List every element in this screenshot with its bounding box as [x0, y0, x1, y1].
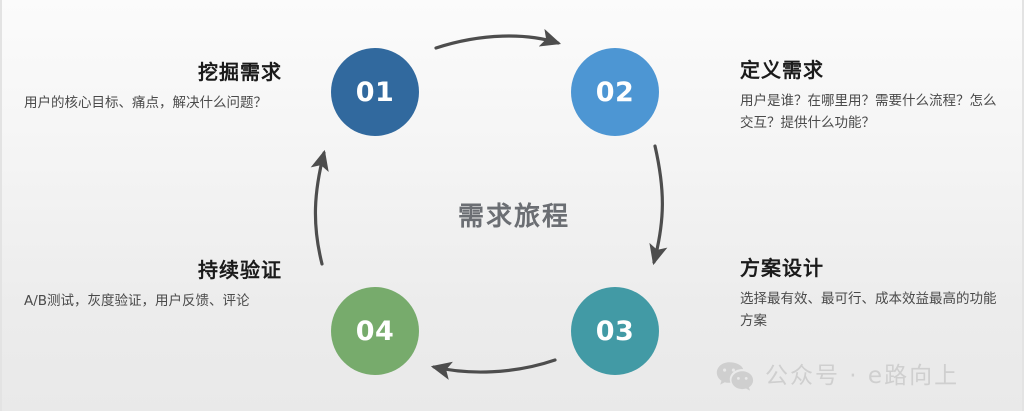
step-text-03: 方案设计 选择最有效、最可行、成本效益最高的功能方案	[740, 256, 1008, 333]
diagram-center-title: 需求旅程	[457, 202, 570, 232]
step-body-03: 选择最有效、最可行、成本效益最高的功能方案	[740, 291, 997, 330]
step-heading-03: 方案设计	[740, 256, 824, 280]
step-number-04: 04	[355, 315, 395, 347]
step-number-03: 03	[595, 315, 635, 347]
step-circle-01[interactable]: 01	[331, 48, 419, 136]
step-heading-02: 定义需求	[740, 58, 824, 82]
wechat-icon	[716, 362, 754, 391]
arrow-01-to-02	[434, 28, 562, 50]
step-number-02: 02	[595, 76, 635, 108]
watermark: 公众号 · e路向上	[716, 361, 959, 391]
step-body-01: 用户的核心目标、痛点，解决什么问题？	[24, 95, 267, 111]
step-circle-02[interactable]: 02	[571, 48, 659, 136]
step-heading-04: 持续验证	[198, 258, 282, 282]
arrow-03-to-04	[430, 358, 557, 380]
step-number-01: 01	[355, 76, 395, 108]
watermark-text: 公众号 · e路向上	[765, 362, 960, 389]
step-body-04: A/B测试，灰度验证，用户反馈、评论	[24, 293, 250, 309]
step-text-04: 持续验证 A/B测试，灰度验证，用户反馈、评论	[24, 258, 282, 312]
step-text-01: 挖掘需求 用户的核心目标、痛点，解决什么问题？	[24, 60, 282, 114]
step-text-02: 定义需求 用户是谁？在哪里用？需要什么流程？怎么交互？提供什么功能？	[740, 58, 1008, 135]
step-heading-01: 挖掘需求	[198, 60, 282, 84]
step-body-02: 用户是谁？在哪里用？需要什么流程？怎么交互？提供什么功能？	[740, 93, 997, 132]
step-circle-04[interactable]: 04	[331, 287, 419, 375]
step-circle-03[interactable]: 03	[571, 287, 659, 375]
